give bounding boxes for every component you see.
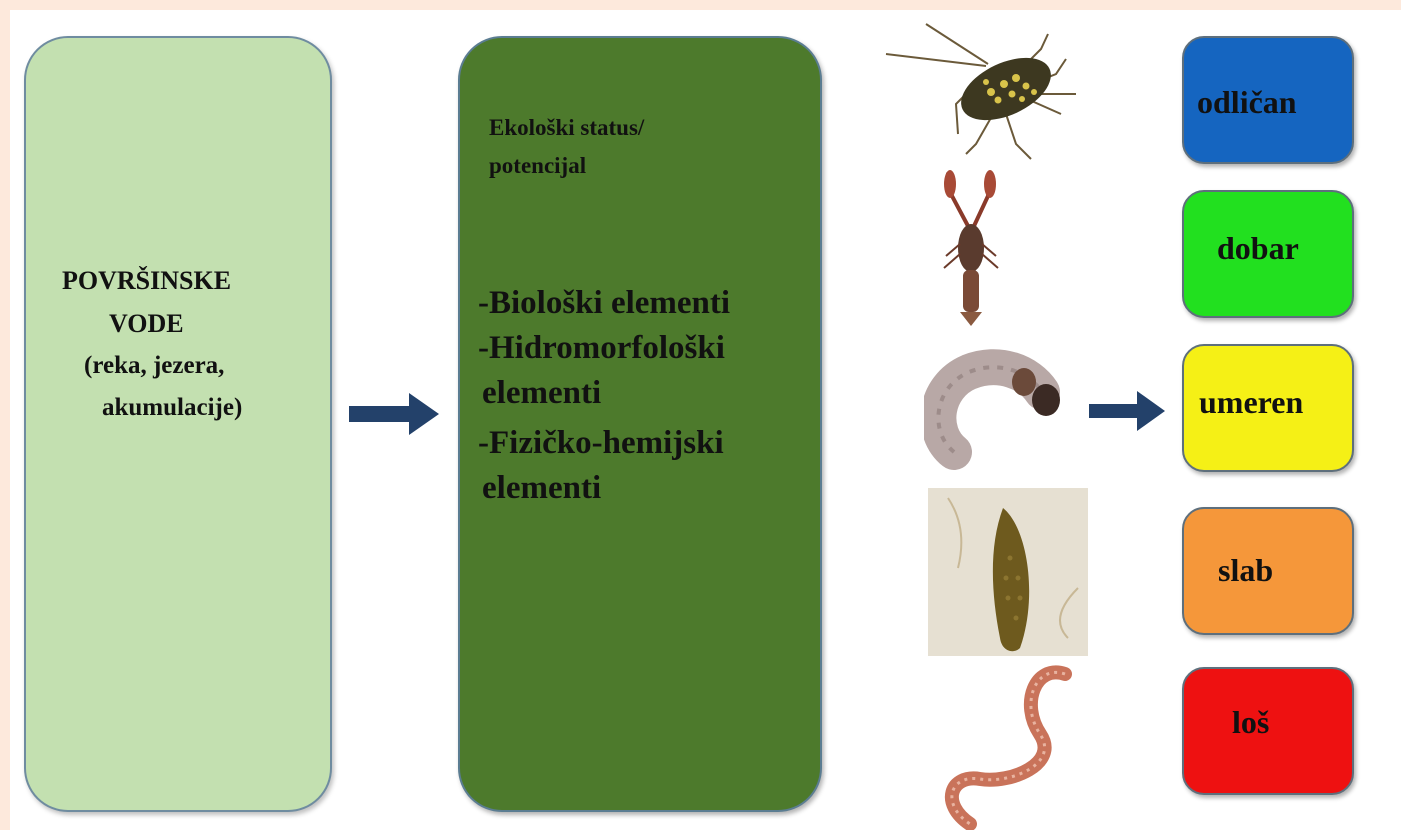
crayfish-image xyxy=(930,166,1010,330)
status-label: odličan xyxy=(1197,84,1297,121)
ecological-status-heading-line1: Ekološki status/ xyxy=(489,115,644,141)
mayfly-larva-image xyxy=(866,14,1080,162)
element-item: -Fizičko-hemijski xyxy=(478,425,724,462)
surface-waters-title-line1: POVRŠINSKE xyxy=(62,266,231,296)
caddisfly-larva-image xyxy=(924,342,1064,470)
surface-waters-examples-line1: (reka, jezera, xyxy=(84,352,224,380)
surface-waters-title-line2: VODE xyxy=(109,309,184,339)
right-arrow-icon xyxy=(347,391,441,437)
ecological-status-heading-line2: potencijal xyxy=(489,153,586,179)
element-item: elementi xyxy=(482,470,601,507)
status-label: dobar xyxy=(1217,230,1299,267)
status-label: umeren xyxy=(1199,384,1303,421)
worm-image xyxy=(940,664,1080,830)
element-item: -Biološki elementi xyxy=(478,285,730,322)
element-item: -Hidromorfološki xyxy=(478,330,725,367)
right-arrow-icon xyxy=(1087,389,1167,433)
surface-waters-examples-line2: akumulacije) xyxy=(102,394,242,422)
surface-waters-box xyxy=(24,36,332,812)
leech-image xyxy=(928,488,1088,656)
status-label: slab xyxy=(1218,552,1273,589)
status-label: loš xyxy=(1232,704,1269,741)
element-item: elementi xyxy=(482,375,601,412)
